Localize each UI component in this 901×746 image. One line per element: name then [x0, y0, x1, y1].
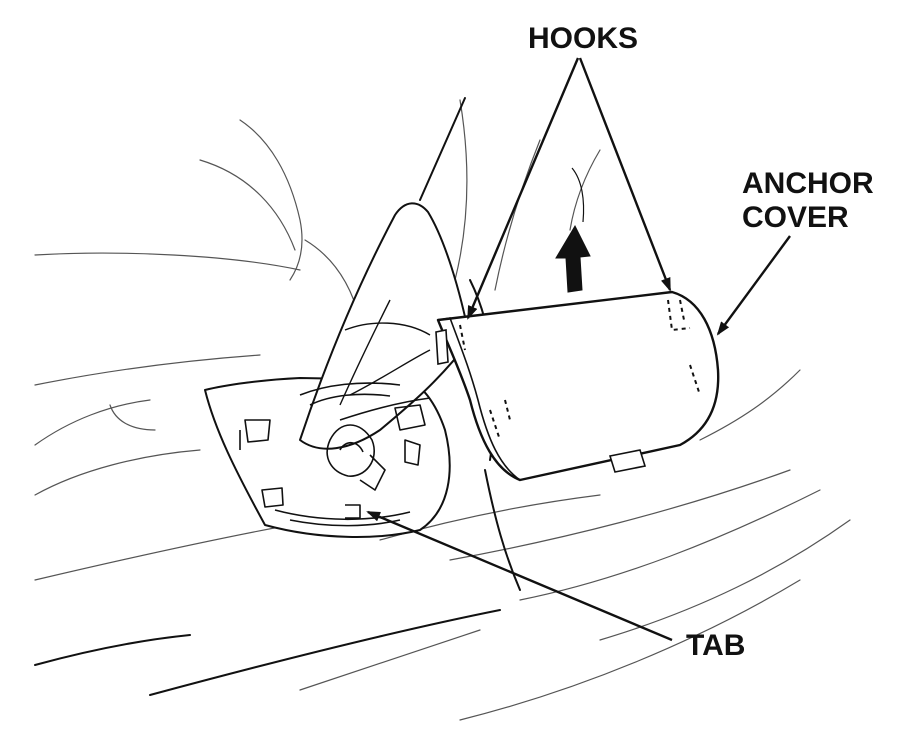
anchor-cover-label-line2: COVER	[742, 201, 849, 234]
anchor-cover	[435, 290, 720, 482]
hooks-label: HOOKS	[528, 22, 638, 55]
belt-strap-detail	[339, 299, 431, 406]
recess-details	[239, 382, 431, 527]
seat-belt-trim-panel	[204, 202, 471, 538]
background-interior-lines	[34, 99, 851, 721]
removal-direction-arrow	[555, 167, 591, 293]
tab-label: TAB	[686, 629, 745, 662]
hooks-leader-lines	[466, 57, 672, 320]
anchor-cover-leader-line	[716, 235, 791, 336]
tab-leader-line	[366, 510, 673, 642]
anchor-cover-label-line1: ANCHOR	[742, 167, 874, 200]
